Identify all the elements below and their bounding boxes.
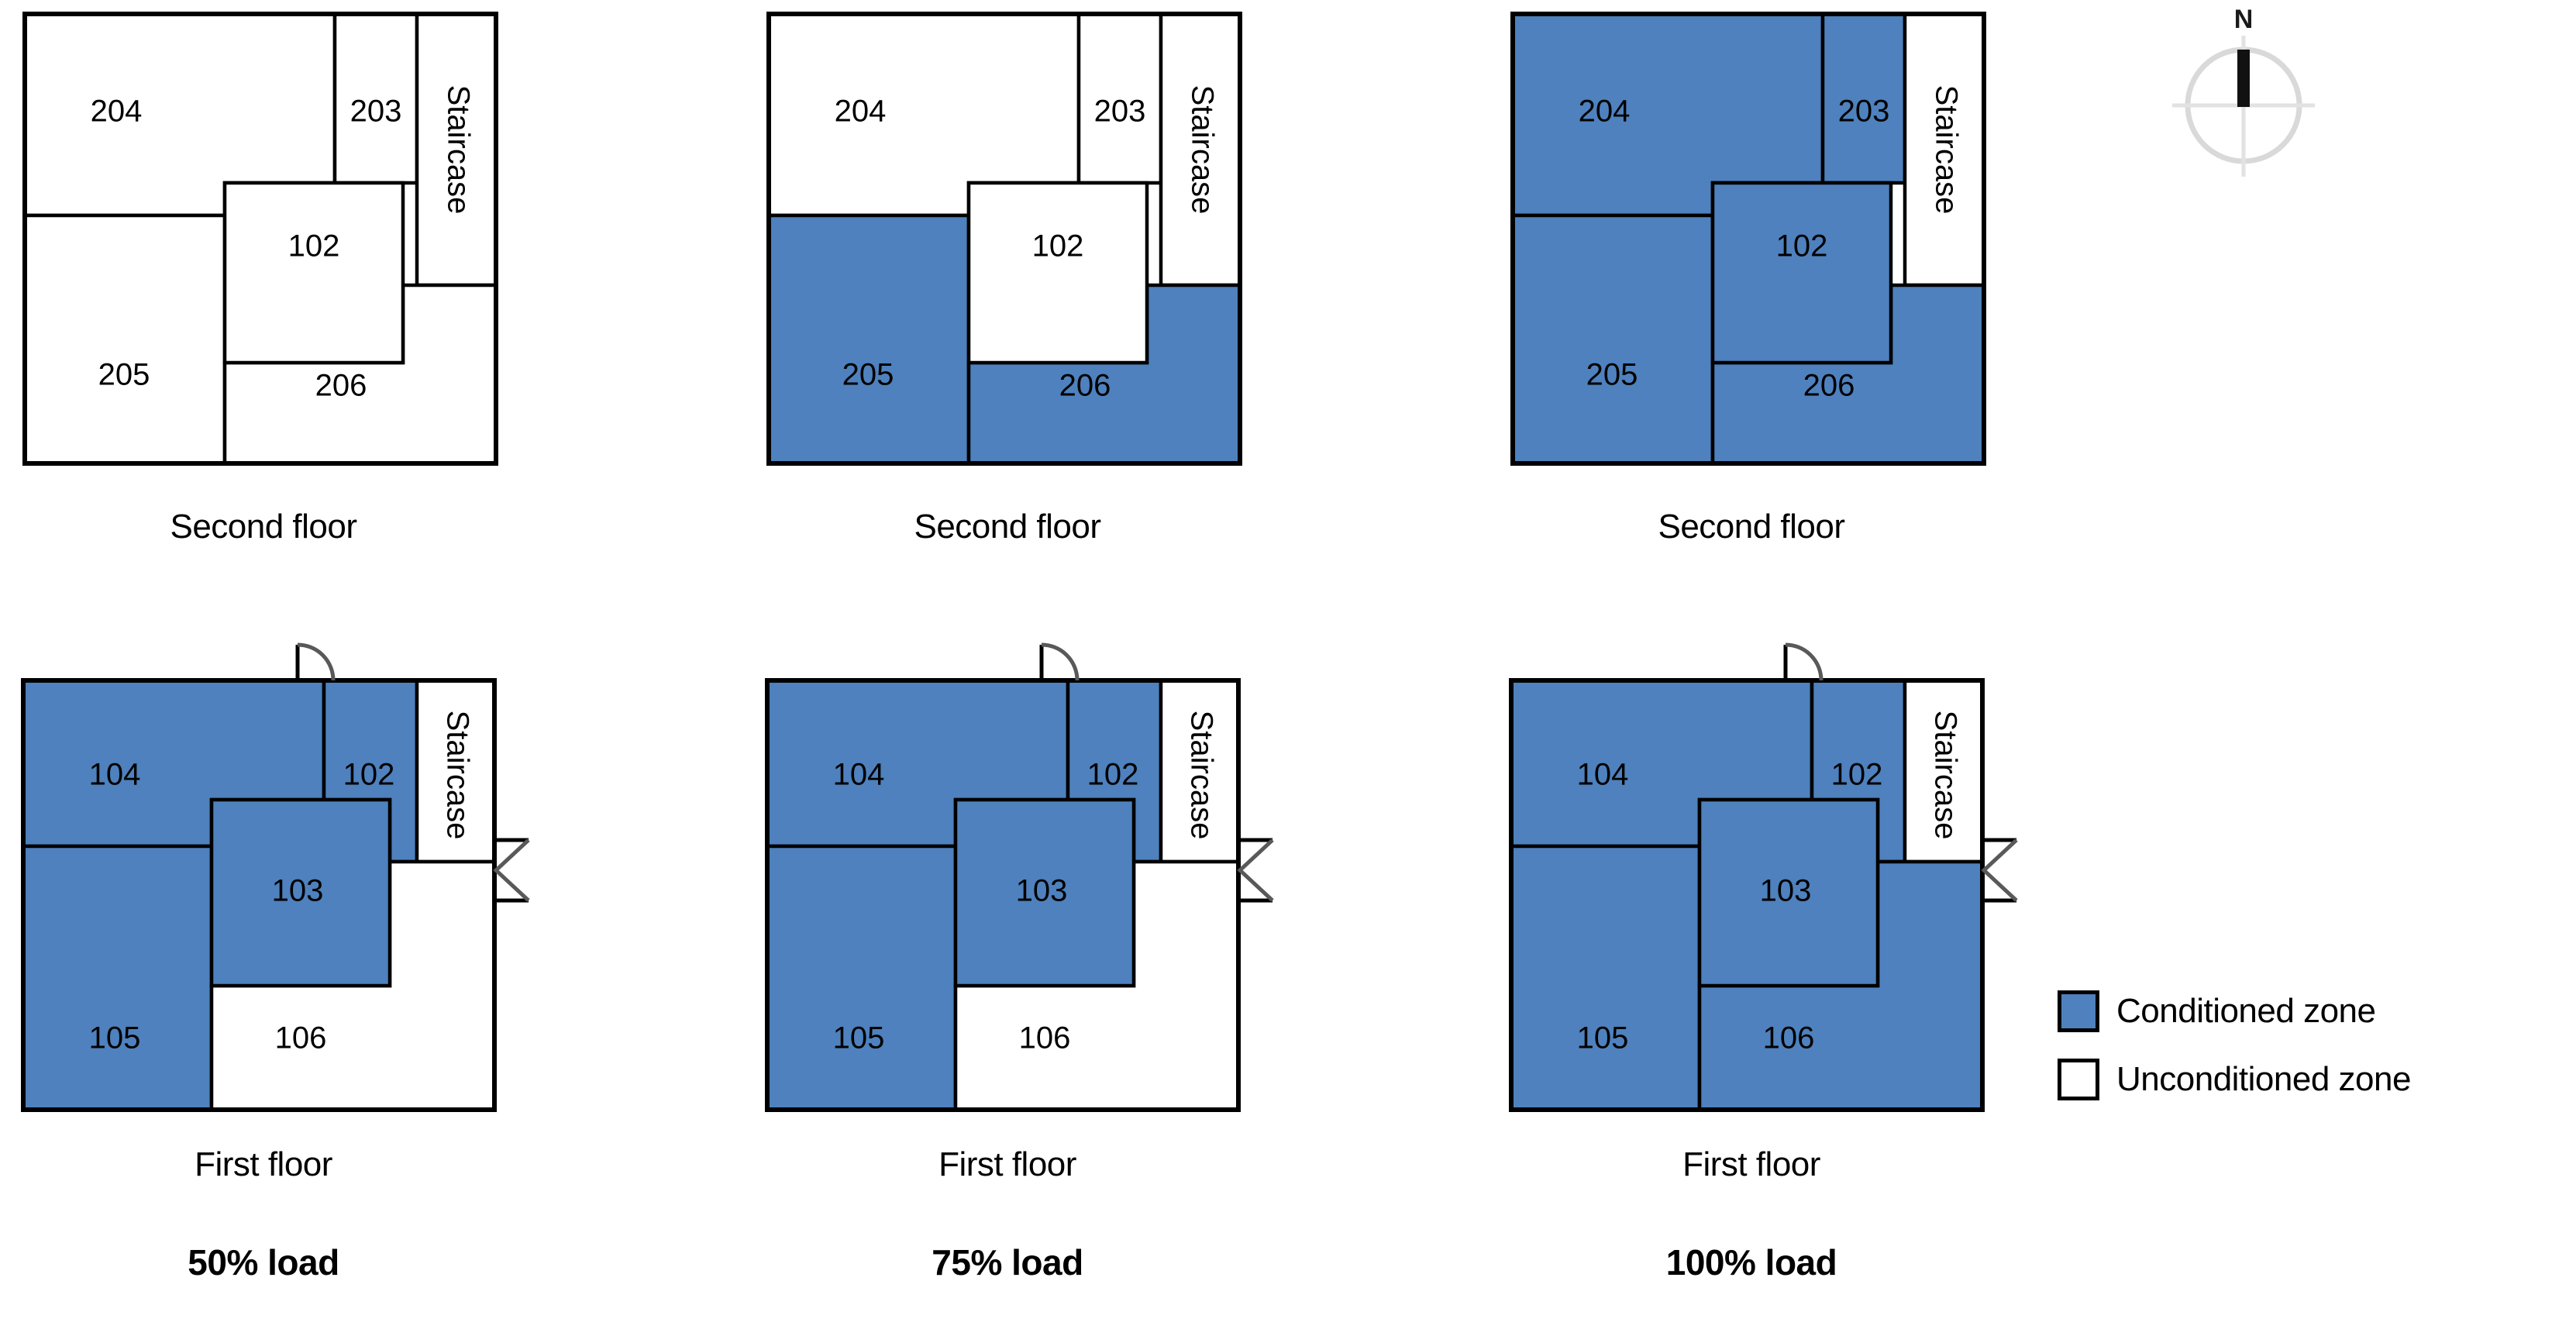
second-floor-caption: Second floor (914, 508, 1101, 546)
room-102 (222, 181, 405, 365)
room-staircase-label: Staircase (1928, 711, 1962, 840)
load-label-load-75: 75% load (932, 1242, 1083, 1283)
door-right (493, 838, 530, 903)
first-floor-caption: First floor (938, 1145, 1076, 1183)
room-205-label: 205 (98, 358, 150, 392)
second-floor-plan: 204 203 102 205 206 Staircase (766, 12, 1242, 466)
room-106-label: 106 (275, 1021, 327, 1055)
first-floor-plan-wrap: 104 102 103 105 106 Staircase (14, 629, 556, 1156)
room-204-label: 204 (91, 95, 143, 129)
first-floor-plan: 104 102 103 105 106 Staircase (1509, 642, 2018, 1112)
door-top (295, 642, 336, 681)
first-floor-caption: First floor (195, 1145, 332, 1183)
second-floor-caption: Second floor (170, 508, 357, 546)
room-104-label: 104 (1577, 758, 1629, 792)
room-206-label: 206 (1803, 369, 1855, 403)
room-106-label: 106 (1763, 1021, 1815, 1055)
second-floor-plan-wrap: 204 203 102 205 206 Staircase (759, 6, 1255, 494)
room-105 (765, 844, 958, 1112)
room-103-label: 103 (1016, 874, 1068, 908)
legend-item-unconditioned: Unconditioned zone (2058, 1059, 2569, 1100)
legend-swatch-conditioned (2058, 990, 2099, 1032)
room-102 (1710, 181, 1893, 365)
room-205 (1510, 213, 1715, 466)
first-floor-plan-wrap: 104 102 103 105 106 Staircase (758, 629, 1300, 1156)
room-205 (22, 213, 227, 466)
room-staircase-label: Staircase (1185, 85, 1219, 215)
room-102-label: 102 (1032, 229, 1084, 263)
room-102-label: 102 (1776, 229, 1828, 263)
door-right (1981, 838, 2018, 903)
room-105 (21, 844, 214, 1112)
room-102-label: 102 (343, 758, 395, 792)
room-102-label: 102 (1831, 758, 1883, 792)
first-floor-plan: 104 102 103 105 106 Staircase (765, 642, 1274, 1112)
scenario-column-load-75: 204 203 102 205 206 Staircase Second flo… (744, 0, 1519, 1336)
room-105-label: 105 (1577, 1021, 1629, 1055)
legend-label-conditioned: Conditioned zone (2116, 992, 2376, 1030)
compass-north-label: N (2233, 5, 2254, 34)
room-staircase-label: Staircase (1929, 85, 1963, 215)
second-floor-plan: 204 203 102 205 206 Staircase (22, 12, 498, 466)
first-floor-caption: First floor (1682, 1145, 1820, 1183)
room-105-label: 105 (89, 1021, 141, 1055)
room-206-label: 206 (315, 369, 367, 403)
legend-item-conditioned: Conditioned zone (2058, 990, 2569, 1032)
room-205-label: 205 (1586, 358, 1638, 392)
room-105-label: 105 (833, 1021, 885, 1055)
door-right (1237, 838, 1274, 903)
door-top (1783, 642, 1824, 681)
room-104-label: 104 (89, 758, 141, 792)
room-102-label: 102 (288, 229, 340, 263)
legend: Conditioned zone Unconditioned zone (2058, 990, 2569, 1127)
room-103-label: 103 (272, 874, 324, 908)
load-label-load-100: 100% load (1665, 1242, 1837, 1283)
room-203-label: 203 (350, 95, 402, 129)
legend-label-unconditioned: Unconditioned zone (2116, 1060, 2411, 1098)
room-105 (1509, 844, 1702, 1112)
room-106-label: 106 (1019, 1021, 1071, 1055)
second-floor-plan-wrap: 204 203 102 205 206 Staircase (1503, 6, 1999, 494)
room-102-label: 102 (1087, 758, 1139, 792)
first-floor-plan-wrap: 104 102 103 105 106 Staircase (1502, 629, 2044, 1156)
door-top (1039, 642, 1080, 681)
load-label-load-50: 50% load (188, 1242, 339, 1283)
room-204-label: 204 (1579, 95, 1631, 129)
room-103 (1697, 797, 1880, 988)
second-floor-caption: Second floor (1658, 508, 1845, 546)
first-floor-plan: 104 102 103 105 106 Staircase (21, 642, 530, 1112)
compass-rose: N (2147, 5, 2340, 183)
room-102 (966, 181, 1149, 365)
second-floor-plan: 204 203 102 205 206 Staircase (1510, 12, 1986, 466)
room-203-label: 203 (1094, 95, 1146, 129)
room-204-label: 204 (835, 95, 887, 129)
room-104-label: 104 (833, 758, 885, 792)
room-205 (766, 213, 971, 466)
compass-icon (2172, 36, 2315, 177)
room-206-label: 206 (1059, 369, 1111, 403)
scenario-column-load-50: 204 203 102 205 206 Staircase Second flo… (0, 0, 775, 1336)
room-staircase-label: Staircase (440, 711, 474, 840)
room-205-label: 205 (842, 358, 894, 392)
room-staircase-label: Staircase (441, 85, 475, 215)
room-staircase-label: Staircase (1184, 711, 1218, 840)
room-103 (953, 797, 1136, 988)
legend-swatch-unconditioned (2058, 1059, 2099, 1100)
room-203-label: 203 (1838, 95, 1890, 129)
room-103 (209, 797, 392, 988)
second-floor-plan-wrap: 204 203 102 205 206 Staircase (15, 6, 511, 494)
room-103-label: 103 (1760, 874, 1812, 908)
scenario-column-load-100: 204 203 102 205 206 Staircase Second flo… (1488, 0, 2263, 1336)
